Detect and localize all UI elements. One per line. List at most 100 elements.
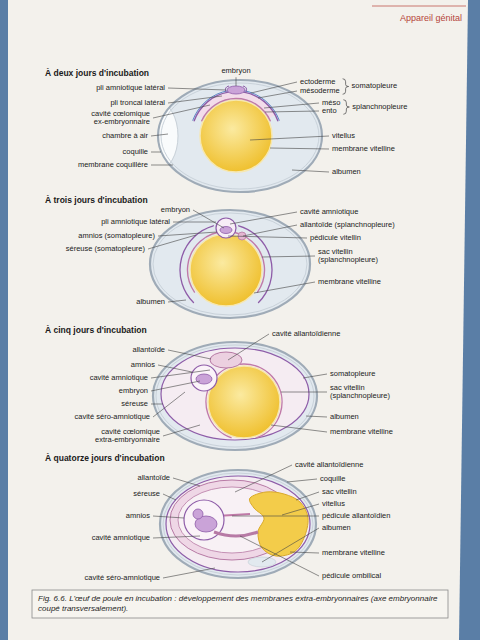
yolk-sac	[188, 232, 265, 293]
part-label: albumen	[332, 168, 361, 177]
part-label: amnios	[131, 361, 155, 370]
part-label: embryon	[161, 206, 190, 215]
serosa	[180, 226, 213, 303]
layer-label: splanchnopleure	[352, 103, 407, 112]
leader-line	[235, 465, 292, 492]
part-label: pli amniotique latéral	[101, 218, 170, 227]
leader-line	[153, 392, 185, 417]
yolk-sac	[206, 364, 282, 438]
albumen	[158, 80, 322, 192]
part-label: pli amniotique latéral	[96, 84, 165, 93]
part-label: albumen	[322, 524, 351, 533]
part-label: cavité amniotique	[90, 374, 148, 383]
yolk	[190, 234, 262, 306]
part-label: embryon	[221, 67, 250, 76]
amniotic-fold	[225, 86, 229, 92]
umbilical-stalk	[214, 532, 258, 536]
part-label: membrane vitelline	[322, 549, 385, 558]
shell-membrane	[163, 473, 313, 575]
leader-line	[306, 416, 327, 417]
brace	[343, 100, 349, 115]
part-label: allantoïde	[132, 346, 165, 355]
leader-line	[158, 232, 217, 236]
part-label: coquille	[320, 475, 345, 484]
part-label: membrane coquillère	[78, 161, 148, 170]
part-label: cavité séro-amniotique	[85, 574, 160, 583]
part-label: pédicule vitellin	[310, 234, 361, 243]
panel-heading: À quatorze jours d'incubation	[45, 453, 165, 463]
albumen	[160, 470, 316, 578]
part-label: amnios	[126, 512, 150, 521]
part-label: coquille	[123, 148, 148, 157]
leader-line	[163, 568, 215, 578]
leader-line	[148, 235, 196, 249]
leader-line	[193, 210, 224, 228]
leader-line	[168, 350, 211, 359]
shell	[160, 470, 316, 578]
part-label: cavité séro-amniotique	[75, 413, 150, 422]
leader-line	[282, 504, 319, 515]
shell	[153, 342, 317, 450]
shell	[158, 80, 322, 192]
leader-line	[151, 404, 163, 405]
shell-membrane	[161, 83, 319, 189]
part-label: chambre à air	[102, 132, 148, 141]
shell	[150, 210, 310, 318]
leader-line	[258, 91, 297, 98]
part-label: amnios (somatopleure)	[78, 232, 155, 241]
part-label: pédicule ombilical	[322, 572, 381, 581]
part-label: membrane vitelline	[330, 428, 393, 437]
part-label: embryon	[119, 387, 148, 396]
albumen	[153, 342, 317, 450]
part-label: vitellus	[332, 132, 355, 141]
part-label: sac vitellin (splanchnopleure)	[318, 248, 390, 265]
leader-line	[158, 365, 192, 372]
leader-line	[232, 516, 319, 517]
part-label: séreuse	[121, 400, 148, 409]
leader-line	[251, 82, 297, 93]
part-label: pli troncal latéral	[110, 99, 165, 108]
leader-line	[173, 222, 216, 223]
leader-line	[151, 165, 173, 166]
part-label: pédicule allantoïdien	[322, 512, 390, 521]
leader-line	[240, 536, 319, 576]
leader-line	[243, 225, 297, 236]
embryo-head	[193, 509, 203, 519]
leader-line	[254, 282, 315, 293]
leader-line	[173, 478, 200, 486]
part-label: cavité amniotique	[300, 208, 358, 217]
leader-line	[265, 111, 319, 112]
part-label: allantoïde	[137, 474, 170, 483]
leader-line	[296, 492, 319, 500]
leader-line	[271, 425, 327, 432]
leader-line	[303, 374, 327, 378]
leader-line	[262, 528, 319, 562]
part-label: allantoïde (splanchnopleure)	[300, 221, 395, 230]
leader-line	[168, 88, 226, 90]
leader-line	[153, 516, 184, 518]
leader-line	[151, 152, 161, 153]
leader-line	[153, 105, 210, 118]
part-label: albumen	[330, 413, 359, 422]
leader-line	[151, 134, 168, 136]
part-label: cavité cœlomique extra-embryonnaire	[90, 428, 160, 445]
leader-line	[163, 494, 176, 500]
serosa	[239, 226, 272, 303]
leader-lines	[148, 77, 329, 578]
yolk	[249, 492, 308, 556]
part-label: ectoderme	[300, 78, 335, 87]
part-label: ento	[322, 107, 337, 116]
part-label: sac vitellin	[322, 488, 357, 497]
leader-line	[230, 212, 297, 224]
somatopleure-layer	[194, 92, 228, 121]
part-label: somatopleure	[330, 370, 375, 379]
embryo	[227, 86, 245, 94]
part-label: sac vitellin (splanchnopleure)	[330, 384, 402, 401]
leader-line	[264, 103, 319, 108]
leader-line	[292, 170, 329, 172]
amnion	[216, 218, 236, 238]
part-label: cavité allantoïdienne	[272, 330, 340, 339]
leader-line	[163, 425, 200, 436]
layer-label: somatopleure	[352, 82, 397, 91]
